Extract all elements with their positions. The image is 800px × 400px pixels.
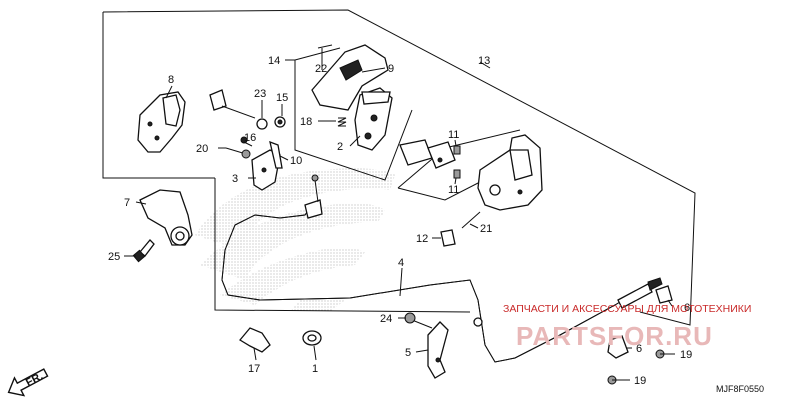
leader-lines bbox=[124, 48, 675, 381]
pin-part-22 bbox=[317, 44, 333, 49]
latch-housing bbox=[477, 134, 543, 211]
front-arrow-icon bbox=[7, 368, 49, 397]
callout-21: 21 bbox=[480, 223, 492, 235]
callout-13: 13 bbox=[478, 55, 490, 67]
washer-part-16 bbox=[256, 118, 268, 130]
callout-labels: 8 7 25 14 22 9 13 23 15 18 16 20 2 10 3 … bbox=[108, 55, 692, 387]
screw-part-19-upper bbox=[655, 349, 672, 359]
callout-22: 22 bbox=[315, 63, 327, 75]
callout-19-upper: 19 bbox=[680, 349, 692, 361]
watermark-tagline: ЗАПЧАСТИ И АКСЕССУАРЫ ДЛЯ МОТОТЕХНИКИ bbox=[503, 303, 751, 315]
callout-5: 5 bbox=[405, 347, 411, 359]
callout-15: 15 bbox=[276, 92, 288, 104]
watermark-brand: PARTSFOR.RU bbox=[516, 321, 713, 351]
bracket-part-5 bbox=[427, 321, 449, 379]
watermark: ЗАПЧАСТИ И АКСЕССУАРЫ ДЛЯ МОТОТЕХНИКИ PA… bbox=[503, 303, 751, 351]
callout-11-upper: 11 bbox=[448, 129, 459, 141]
bolt-part-25 bbox=[132, 239, 155, 263]
lever-part-23 bbox=[209, 89, 256, 119]
callout-17: 17 bbox=[248, 363, 260, 375]
callout-6-lower: 6 bbox=[636, 343, 642, 355]
bracket-part-7 bbox=[139, 189, 193, 246]
clamp-part-17 bbox=[239, 327, 271, 353]
latch-part-2 bbox=[354, 87, 393, 151]
cable-part-4 bbox=[221, 174, 663, 363]
callout-19-lower: 19 bbox=[634, 375, 646, 387]
plate-part-10 bbox=[269, 140, 283, 169]
callout-1: 1 bbox=[312, 363, 318, 375]
callout-20: 20 bbox=[196, 143, 208, 155]
callout-16: 16 bbox=[244, 132, 256, 144]
callout-8: 8 bbox=[168, 74, 174, 86]
pin-part-11-upper bbox=[453, 145, 461, 155]
bolt-part-24 bbox=[404, 312, 433, 329]
callout-10: 10 bbox=[290, 155, 302, 167]
connector-block bbox=[399, 139, 456, 169]
callout-9: 9 bbox=[388, 63, 394, 75]
diagram-code: MJF8F0550 bbox=[716, 384, 764, 394]
callout-4: 4 bbox=[398, 257, 404, 269]
subassembly-frame-outline bbox=[294, 47, 413, 181]
callout-6-upper: 6 bbox=[684, 302, 690, 314]
callout-25: 25 bbox=[108, 251, 120, 263]
pin-part-11-lower bbox=[453, 169, 461, 179]
spring-part-18 bbox=[337, 117, 347, 127]
clip-part-12 bbox=[440, 229, 456, 247]
callout-3: 3 bbox=[232, 173, 238, 185]
callout-18: 18 bbox=[300, 116, 312, 128]
assembly-frame-outline bbox=[102, 9, 696, 326]
callout-23: 23 bbox=[254, 88, 266, 100]
pin-part-21 bbox=[461, 211, 481, 229]
handle-part-8 bbox=[137, 91, 186, 153]
wing-logo-background bbox=[195, 168, 395, 312]
clip-part-6-upper bbox=[655, 285, 673, 304]
plate-part-3 bbox=[251, 149, 281, 191]
callout-2: 2 bbox=[337, 141, 343, 153]
screw-part-19-lower bbox=[607, 375, 624, 385]
callout-11-lower: 11 bbox=[448, 184, 459, 196]
callout-7: 7 bbox=[124, 197, 130, 209]
callout-12: 12 bbox=[416, 233, 428, 245]
screw-part-20 bbox=[225, 147, 251, 159]
front-direction-indicator: FR. bbox=[7, 368, 49, 397]
clip-part-6-lower bbox=[607, 335, 629, 359]
grommet-part-1 bbox=[302, 330, 322, 346]
callout-24: 24 bbox=[380, 313, 392, 325]
nut-part-16 bbox=[240, 136, 248, 144]
cover-part-9 bbox=[311, 44, 389, 111]
callout-14: 14 bbox=[268, 55, 280, 67]
